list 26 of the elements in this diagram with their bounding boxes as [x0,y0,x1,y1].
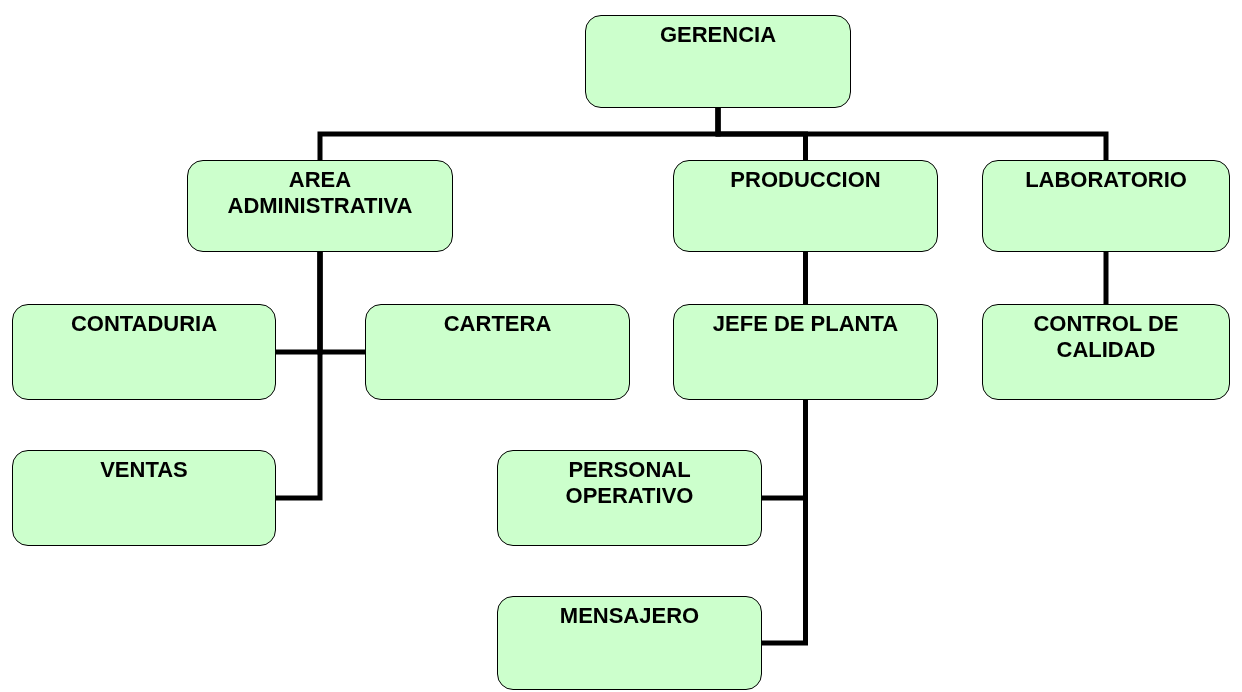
box-label: CARTERA [442,310,553,338]
org-box [585,15,851,108]
org-box [365,304,630,400]
org-box [673,160,938,252]
org-box [497,450,762,546]
box-label: PRODUCCION [729,166,882,194]
org-box [12,304,276,400]
org-box [12,450,276,546]
connector-line [1103,252,1109,304]
connector-line [715,108,1109,160]
connector-line [803,252,808,304]
box-label: PERSONAL OPERATIVO [564,456,695,510]
box-label: VENTAS [99,456,189,484]
org-box [497,596,762,690]
org-box [982,160,1230,252]
box-label: CONTADURIA [69,310,219,338]
box-label: JEFE DE PLANTA [711,310,900,338]
box-label: AREA ADMINISTRATIVA [226,166,414,220]
org-box [187,160,453,252]
org-box [673,304,938,400]
box-label: GERENCIA [658,21,778,49]
box-label: MENSAJERO [558,602,701,630]
box-label: LABORATORIO [1024,166,1188,194]
org-box [982,304,1230,400]
box-label: CONTROL DE CALIDAD [1032,310,1180,364]
connector-line [276,252,323,501]
